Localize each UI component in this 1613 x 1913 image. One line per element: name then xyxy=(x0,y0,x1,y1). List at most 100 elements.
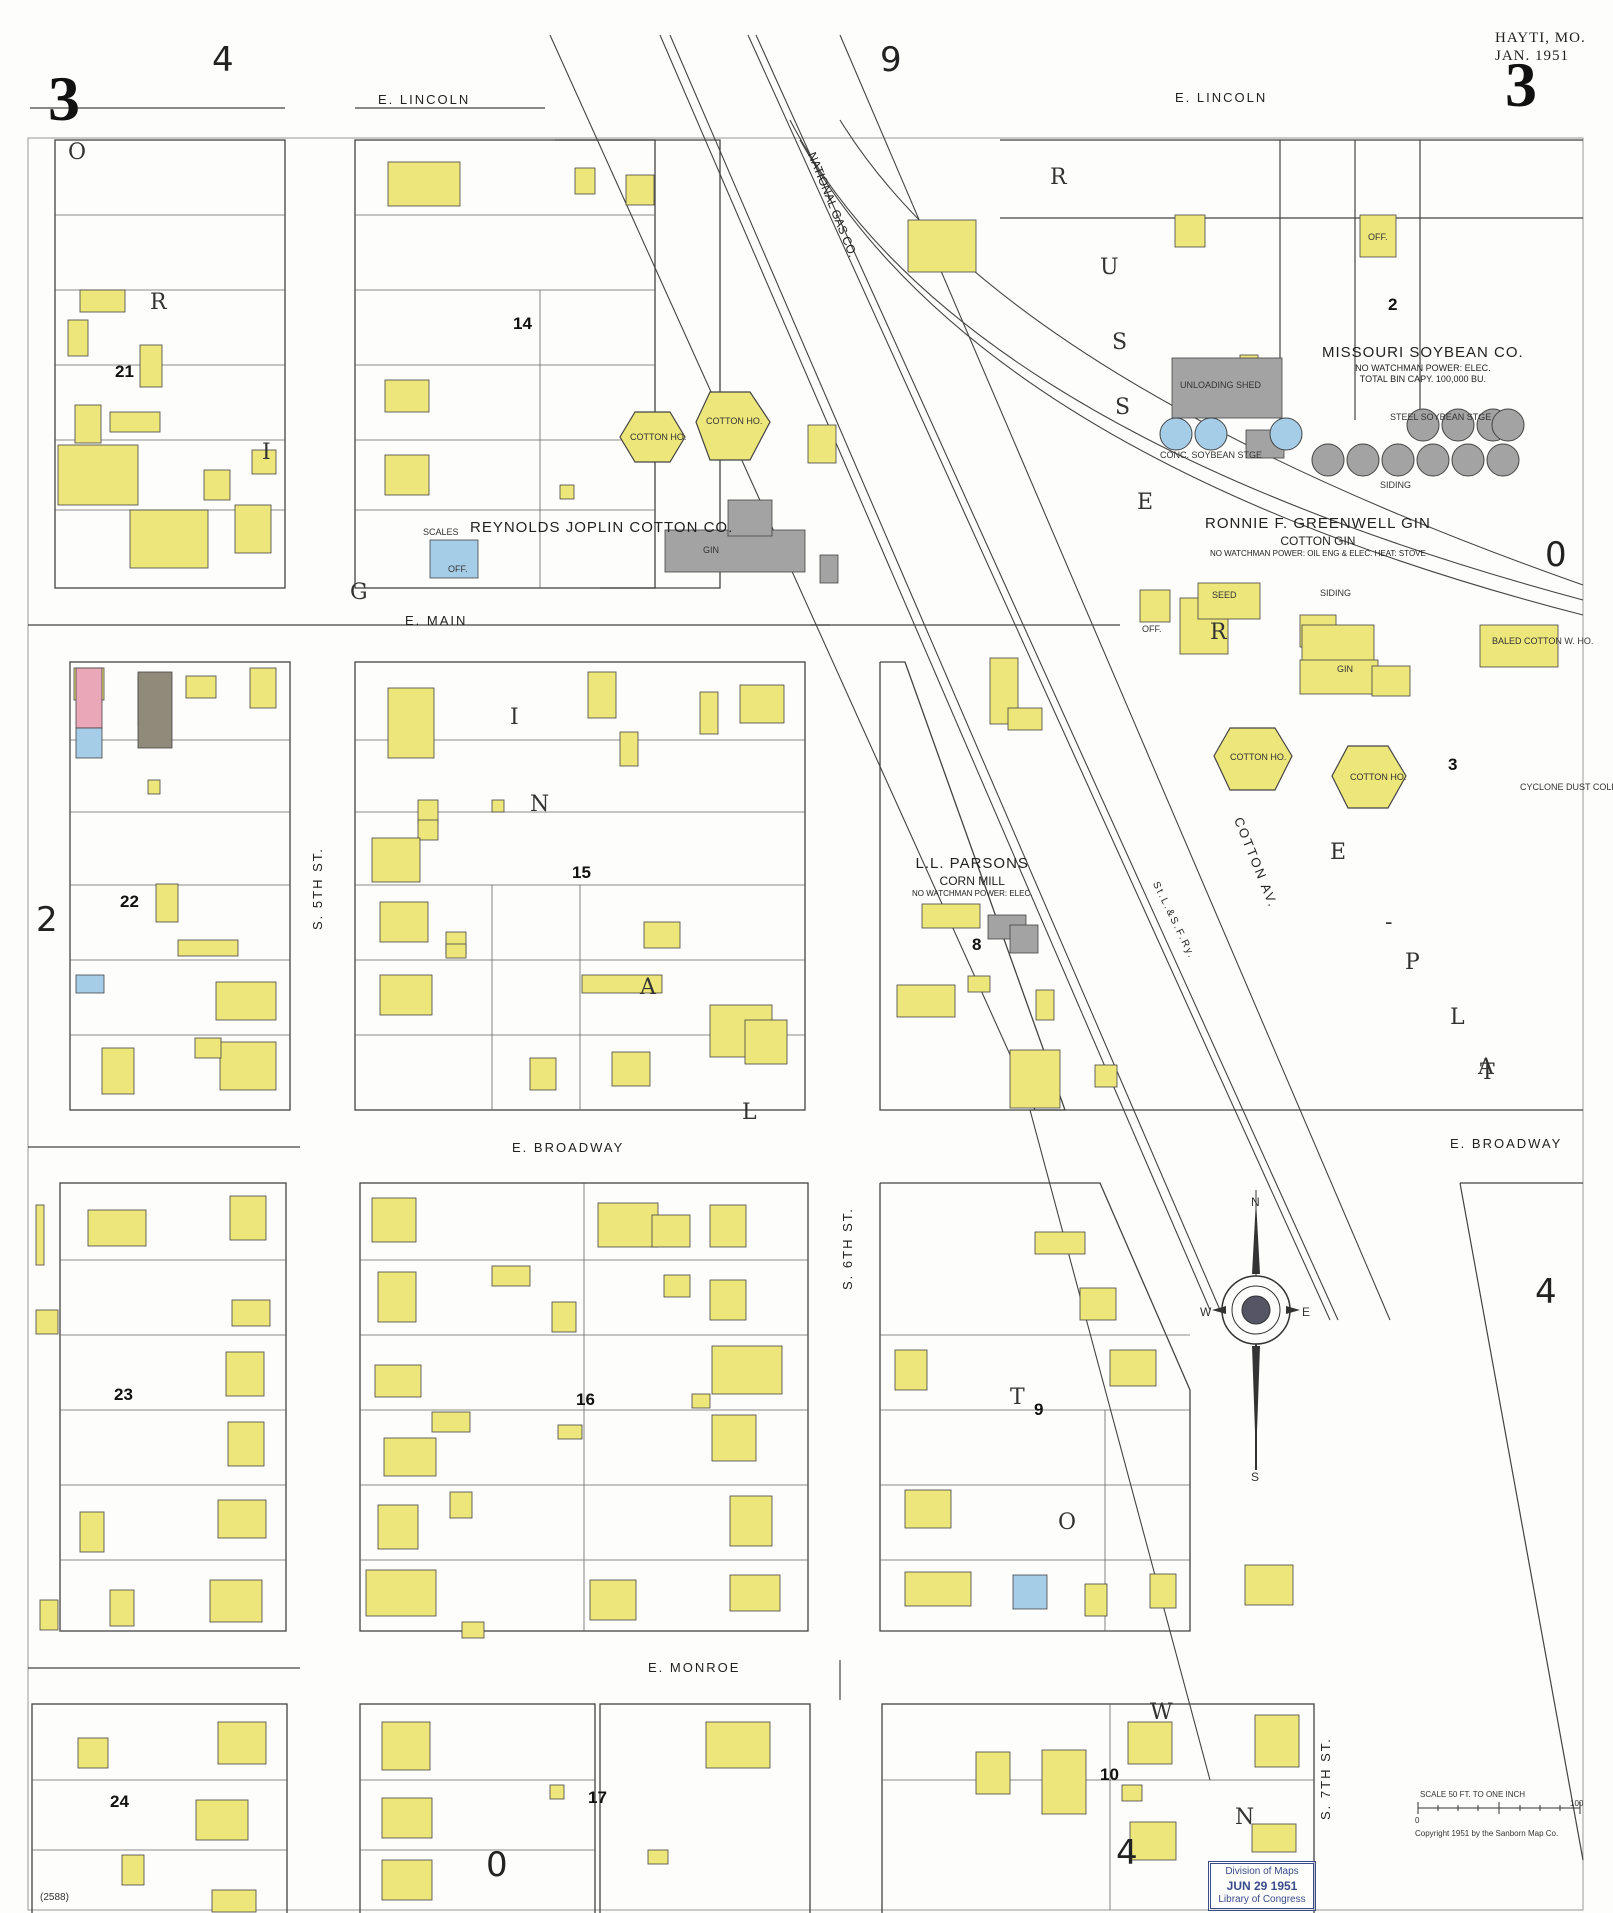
concrete-soybean-label: CONC. SOYBEAN STGE xyxy=(1160,450,1263,460)
original-letter: I xyxy=(262,440,271,465)
cotton-ho-label: COTTON HO. xyxy=(706,416,763,426)
office-label: OFF. xyxy=(1368,232,1388,242)
adjacent-sheet-top-left: 4 xyxy=(212,40,234,80)
ll-parsons-label: L.L. PARSONS CORN MILL NO WATCHMAN POWER… xyxy=(912,855,1032,899)
block-number: 21 xyxy=(115,362,134,381)
sheet-number-right: 3 xyxy=(1505,49,1537,120)
russe-replat-letter: E xyxy=(1137,490,1154,515)
cotton-ho-label: COTTON HO. xyxy=(1230,752,1287,762)
street-s-5th-st: S. 5TH ST. xyxy=(310,847,325,930)
greenwell-sub: COTTON GIN xyxy=(1280,533,1356,548)
unloading-shed-label: UNLOADING SHED xyxy=(1180,380,1262,390)
cotton-houses xyxy=(619,391,1407,809)
town-letter: T xyxy=(1010,1385,1025,1410)
block-number: 22 xyxy=(120,892,139,911)
street-e-broadway-right: E. BROADWAY xyxy=(1450,1136,1563,1151)
sheet-number-left: 3 xyxy=(48,63,80,134)
street-e-monroe: E. MONROE xyxy=(648,1660,741,1675)
stamp-line-3: Library of Congress xyxy=(1218,1893,1306,1905)
greenwell-gin-label: RONNIE F. GREENWELL GIN COTTON GIN NO WA… xyxy=(1205,515,1431,559)
gin-label: GIN xyxy=(703,545,720,555)
town-letter: W xyxy=(1150,1700,1173,1725)
adjacent-sheet-left: 2 xyxy=(36,900,58,940)
block-number: 3 xyxy=(1448,755,1458,774)
town-letter: O xyxy=(1058,1510,1077,1535)
adjacent-sheet-bottom-left: 0 xyxy=(486,1845,508,1885)
original-letter: R xyxy=(150,290,167,315)
stamp-line-1: Division of Maps xyxy=(1225,1866,1299,1877)
compass-rose xyxy=(1212,1190,1300,1470)
missouri-soybean-co-label: MISSOURI SOYBEAN CO. NO WATCHMAN POWER: … xyxy=(1322,344,1524,385)
compass-n: N xyxy=(1251,1195,1260,1209)
copyright-note: Copyright 1951 by the Sanborn Map Co. xyxy=(1415,1829,1559,1838)
siding-label: SIDING xyxy=(1380,480,1412,490)
block-number: 9 xyxy=(1034,1400,1044,1419)
frame-buildings xyxy=(35,161,1559,1913)
original-letter: I xyxy=(510,705,519,730)
baled-cotton-label: BALED COTTON W. HO. xyxy=(1492,636,1594,646)
compass-s: S xyxy=(1251,1470,1260,1484)
cyclone-label: CYCLONE DUST COLLECTOR xyxy=(1520,782,1613,792)
russe-replat-letter: A xyxy=(1478,1055,1494,1080)
scale-label: SCALE 50 FT. TO ONE INCH xyxy=(1420,1790,1526,1799)
compass-e: E xyxy=(1302,1305,1311,1319)
original-letter: L xyxy=(742,1100,757,1125)
adjacent-sheet-right-bottom: 4 xyxy=(1535,1272,1557,1312)
town-letter: N xyxy=(1235,1805,1255,1830)
block-number: 24 xyxy=(110,1792,129,1811)
greenwell-note: NO WATCHMAN POWER: OIL ENG & ELEC. HEAT:… xyxy=(1209,548,1426,558)
russe-replat-letter: S xyxy=(1112,330,1128,355)
original-letter: N xyxy=(530,792,550,817)
russe-replat-letter: U xyxy=(1100,255,1119,280)
compass-w: W xyxy=(1200,1305,1212,1319)
stone-buildings xyxy=(75,539,1048,1610)
soybean-name: MISSOURI SOYBEAN CO. xyxy=(1322,344,1524,361)
parsons-note: NO WATCHMAN POWER: ELEC. xyxy=(912,888,1033,898)
scales-label: SCALES xyxy=(423,527,459,537)
russe-replat-letter: P xyxy=(1405,950,1420,975)
seed-label: SEED xyxy=(1212,590,1237,600)
adjacent-sheet-bottom-right: 4 xyxy=(1116,1833,1138,1873)
adjacent-sheet-right-top: 0 xyxy=(1545,535,1567,575)
greenwell-name: RONNIE F. GREENWELL GIN xyxy=(1205,515,1431,532)
office-label: OFF. xyxy=(448,564,468,574)
scale-tick-0: 0 xyxy=(1415,1816,1420,1825)
street-e-lincoln-left: E. LINCOLN xyxy=(378,92,471,107)
cotton-ho-label: COTTON HO. xyxy=(1350,772,1407,782)
russe-replat-letter: T xyxy=(1480,1060,1495,1085)
russe-replat-letter: - xyxy=(1385,910,1393,935)
block-number: 23 xyxy=(114,1385,133,1404)
soybean-note-1: NO WATCHMAN POWER: ELEC. xyxy=(1355,362,1491,373)
block-number: 8 xyxy=(972,935,982,954)
gin-label: GIN xyxy=(1337,664,1354,674)
steel-soybean-label: STEEL SOYBEAN STGE xyxy=(1390,412,1492,422)
date-title: JAN. 1951 xyxy=(1495,48,1570,64)
street-e-main: E. MAIN xyxy=(405,613,468,628)
block-number: 2 xyxy=(1388,295,1398,314)
russe-replat-letter: S xyxy=(1115,395,1131,420)
library-of-congress-stamp: Division of Maps JUN 29 1951 Library of … xyxy=(1208,1861,1316,1911)
russe-replat-letter: R xyxy=(1050,165,1067,190)
concrete-buildings xyxy=(137,671,173,749)
street-e-lincoln-right: E. LINCOLN xyxy=(1175,90,1268,105)
location-title: HAYTI, MO. xyxy=(1495,30,1586,46)
office-label: OFF. xyxy=(1142,624,1162,634)
soybean-bins xyxy=(1159,408,1525,477)
parsons-name: L.L. PARSONS xyxy=(915,855,1029,872)
cotton-ho-label: COTTON HO. xyxy=(630,432,687,442)
block-number: 15 xyxy=(572,863,591,882)
water-mains xyxy=(28,107,1120,1700)
street-s-7th-st: S. 7TH ST. xyxy=(1318,1737,1333,1820)
russe-replat-letter: E xyxy=(1330,840,1347,865)
block-number: 17 xyxy=(588,1788,607,1807)
brick-buildings xyxy=(75,667,103,729)
metal-buildings xyxy=(664,357,1285,954)
block-number: 16 xyxy=(576,1390,595,1409)
soybean-note-2: TOTAL BIN CAPY. 100,000 BU. xyxy=(1359,374,1486,384)
stamp-line-2: JUN 29 1951 xyxy=(1226,1878,1298,1893)
original-letter: A xyxy=(640,975,656,1000)
original-letter: G xyxy=(350,580,368,605)
street-e-broadway-left: E. BROADWAY xyxy=(512,1140,625,1155)
block-number: 10 xyxy=(1100,1765,1119,1784)
